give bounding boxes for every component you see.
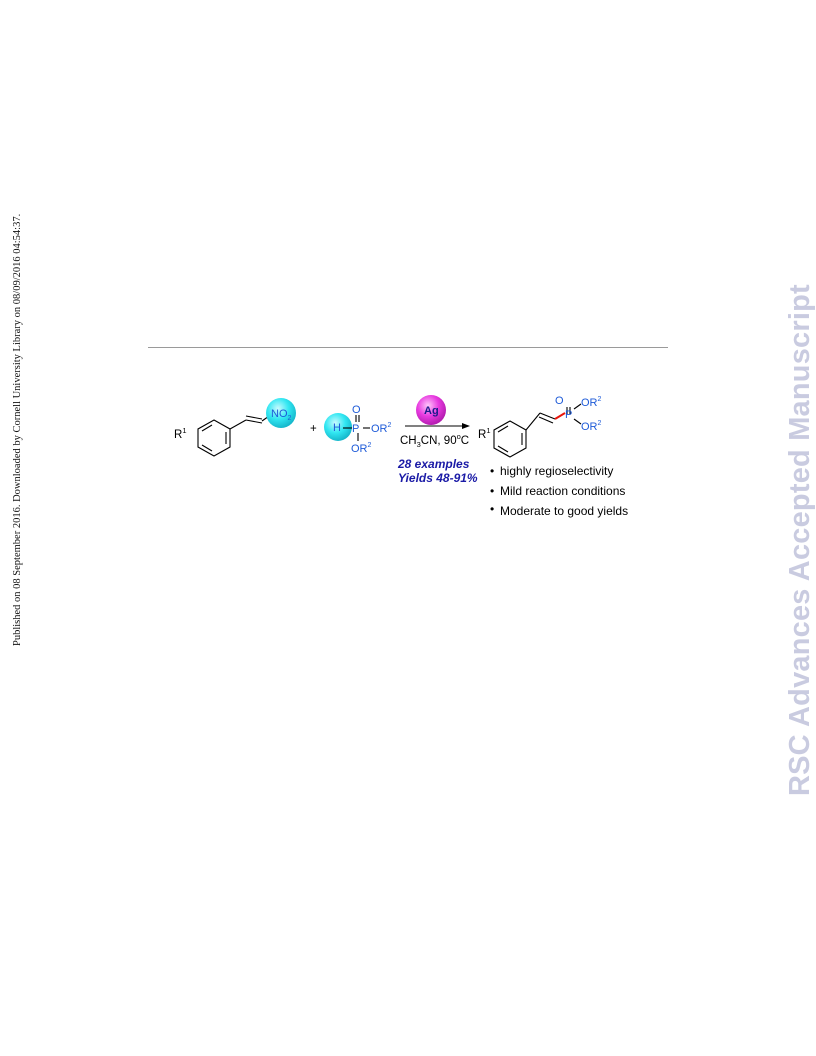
plus-sign: + — [310, 423, 317, 435]
vinylphosphonate-structure — [493, 403, 582, 458]
product-p-label: P — [565, 409, 572, 421]
phosphonate-bonds — [343, 415, 370, 441]
product-r1-label: R1 — [478, 426, 490, 441]
product-or2-upper-label: OR2 — [581, 396, 602, 409]
highlight-item-yields: Moderate to good yields — [500, 504, 628, 518]
h-label: H — [333, 422, 341, 434]
yield-range: Yields 48-91% — [398, 471, 478, 485]
header-rule — [148, 347, 668, 348]
nitro-highlight-circle — [266, 398, 296, 428]
product-o-label: O — [555, 395, 564, 407]
highlight-bullet: • — [490, 484, 494, 498]
nitrostyrene-structure — [197, 413, 273, 457]
highlight-bullet: • — [490, 464, 494, 478]
reaction-conditions: CH3CN, 90oC — [400, 432, 469, 449]
phosphonate-o-label: O — [352, 404, 361, 416]
phosphonate-p-label: P — [352, 423, 359, 435]
highlight-item-regioselectivity: highly regioselectivity — [500, 464, 613, 478]
arrow-head — [462, 423, 470, 429]
phosphonate-or2-label: OR2 — [371, 422, 392, 435]
examples-count: 28 examples — [397, 457, 470, 471]
ag-catalyst-circle — [416, 395, 446, 425]
phosphonate-or2-lower-label: OR2 — [351, 442, 372, 455]
h-highlight-circle — [324, 413, 352, 441]
product-or2-lower-label: OR2 — [581, 420, 602, 433]
r1-label: R1 — [174, 426, 186, 441]
new-cp-bond — [554, 412, 566, 420]
no2-label: NO2 — [271, 408, 292, 422]
highlights-list: • highly regioselectivity • Mild reactio… — [490, 464, 628, 518]
highlight-item-mild-conditions: Mild reaction conditions — [500, 484, 625, 498]
catalyst-label: Ag — [424, 405, 439, 417]
highlight-bullet: • — [490, 502, 494, 516]
